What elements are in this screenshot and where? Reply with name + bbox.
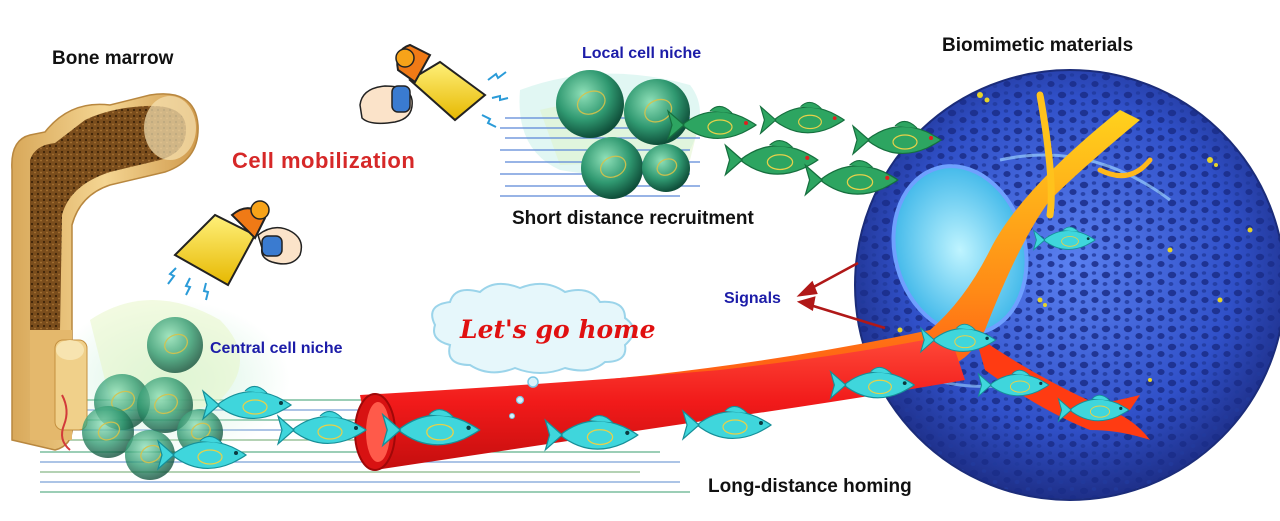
signal-arrow-icon [796, 261, 886, 330]
fish-cell-icon [724, 140, 819, 177]
megaphone-icon-left [167, 200, 270, 301]
cell-mobilization-label: Cell mobilization [232, 148, 416, 173]
fish-cell-icon [759, 101, 846, 136]
stem-cell-sphere-icon [624, 79, 690, 145]
fish-cell-icon [1032, 226, 1096, 252]
fish-cell-icon [156, 436, 248, 471]
fish-cell-icon [201, 386, 293, 421]
fish-cell-icon [381, 409, 481, 448]
fish-cell-icon [681, 406, 773, 441]
fish-cell-icon [276, 411, 368, 446]
stem-cell-sphere-icon [556, 70, 624, 138]
stem-cell-sphere-icon [581, 137, 643, 199]
fish-cell-icon [829, 366, 916, 401]
fish-cell-icon [804, 160, 899, 197]
speech-cloud-icon [431, 282, 635, 419]
fish-cells [156, 101, 1130, 471]
lets-go-home-label: Let's go home [460, 315, 656, 344]
fish-cell-icon [977, 369, 1050, 398]
bone-illustration [11, 93, 199, 451]
stem-cell-sphere-icon [137, 377, 193, 433]
fish-cell-icon [1057, 394, 1130, 423]
long-distance-homing-label: Long-distance homing [708, 476, 912, 497]
fish-cell-icon [851, 121, 943, 156]
fish-cell-icon [666, 106, 758, 141]
fish-cell-icon [919, 323, 997, 354]
biomimetic-materials-label: Biomimetic materials [942, 35, 1134, 56]
fish-cell-icon [544, 415, 639, 452]
stem-cell-sphere-icon [147, 317, 203, 373]
bone-marrow-label: Bone marrow [52, 48, 174, 69]
stem-cell-sphere-icon [642, 144, 690, 192]
megaphone-icon-top [395, 43, 509, 128]
stem-cell-sphere-icon [82, 406, 134, 458]
central-cell-niche-label: Central cell niche [210, 340, 343, 357]
hand-icon-top [359, 85, 413, 125]
signals-label: Signals [724, 290, 781, 307]
short-distance-recruitment-label: Short distance recruitment [512, 208, 754, 229]
hand-icon-left [257, 226, 303, 265]
local-cell-niche-label: Local cell niche [582, 45, 702, 62]
